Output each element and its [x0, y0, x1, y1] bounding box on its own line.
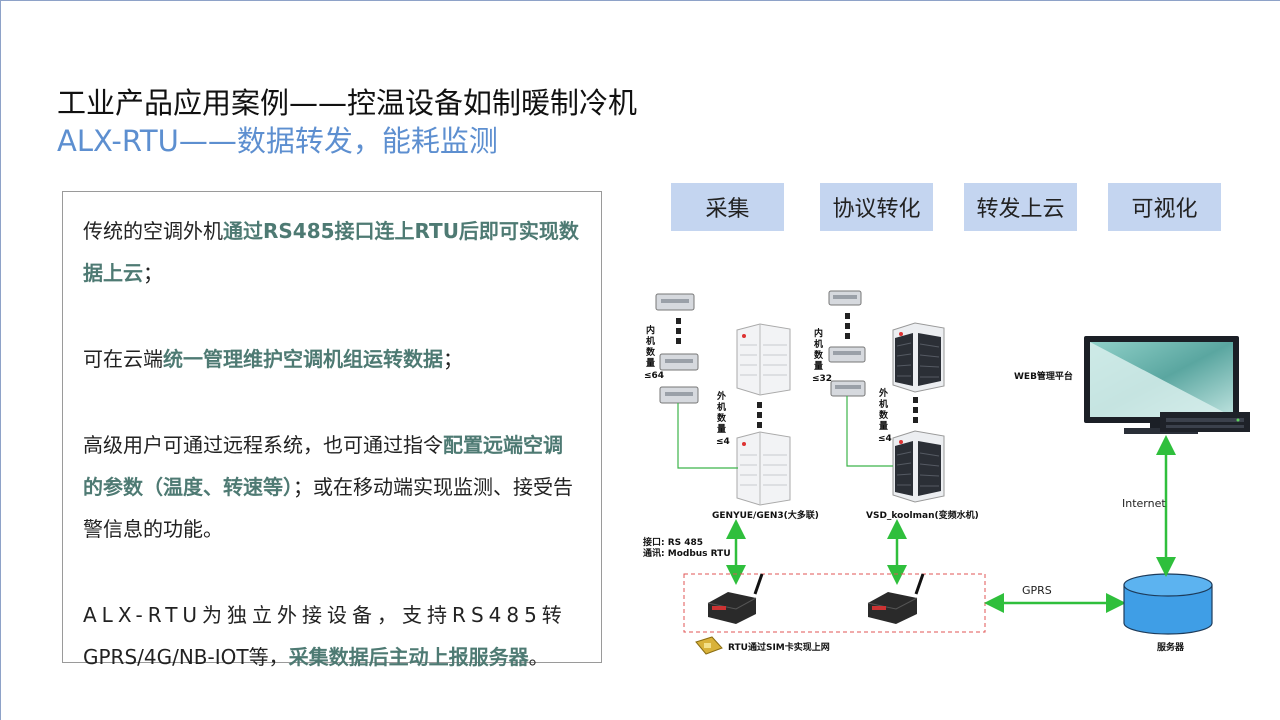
outdoor-unit-left-top — [736, 323, 791, 396]
gprs-label: GPRS — [1022, 584, 1052, 597]
rtu-device-left — [707, 573, 764, 624]
frame-top-line — [0, 0, 1280, 1]
indoor-units-left — [655, 293, 699, 404]
sim-label: RTU通过SIM卡实现上网 — [728, 641, 830, 653]
stage-visualize: 可视化 — [1108, 183, 1221, 231]
svg-text:机: 机 — [814, 338, 823, 350]
p4-tail: 。 — [528, 645, 549, 669]
svg-text:机: 机 — [717, 401, 726, 413]
system-right-label: VSD_koolman(变频水机) — [866, 509, 979, 521]
p4-highlight: 采集数据后主动上报服务器 — [288, 645, 529, 669]
indoor-ellipsis-left — [676, 318, 681, 344]
svg-text:数: 数 — [879, 409, 889, 421]
p4-spaced: ALX-RTU为独立外接设备，支持RS485转 — [83, 603, 567, 627]
svg-text:量: 量 — [646, 357, 655, 369]
interface-label: 接口: RS 485 — [643, 536, 703, 548]
svg-text:数: 数 — [814, 349, 824, 361]
indoor-count-left-label: 内 机 数 量 ≤64 — [644, 324, 664, 381]
outdoor-count-left-label: 外 机 数 量 ≤4 — [716, 390, 730, 447]
web-platform-label: WEB管理平台 — [1014, 370, 1073, 382]
frame-left-line — [0, 0, 1, 720]
pipe-right — [846, 396, 893, 467]
server-icon — [1123, 573, 1213, 635]
svg-text:机: 机 — [646, 335, 655, 347]
paragraph-3: 高级用户可通过远程系统，也可通过指令配置远端空调的参数（温度、转速等）；或在移动… — [83, 424, 581, 550]
outdoor-ellipsis-left — [757, 402, 762, 428]
svg-text:≤4: ≤4 — [716, 437, 730, 447]
indoor-units-right — [828, 290, 866, 397]
paragraph-1: 传统的空调外机通过RS485接口连上RTU后即可实现数据上云； — [83, 210, 581, 294]
p4-text: GPRS/4G/NB-IOT等， — [83, 645, 289, 669]
indoor-ellipsis-right — [845, 313, 850, 339]
stage-forward: 转发上云 — [964, 183, 1077, 231]
outdoor-unit-left-bottom — [736, 431, 791, 506]
pipe-left — [677, 403, 738, 469]
server-rack-unit — [1160, 412, 1250, 432]
slide-subtitle: ALX-RTU——数据转发，能耗监测 — [57, 124, 498, 158]
svg-text:机: 机 — [879, 398, 888, 410]
svg-text:≤4: ≤4 — [878, 434, 892, 444]
svg-text:内: 内 — [814, 327, 823, 339]
svg-text:≤32: ≤32 — [812, 374, 832, 384]
system-left-label: GENYUE/GEN3(大多联) — [712, 509, 819, 521]
stage-protocol: 协议转化 — [820, 183, 933, 231]
p2-highlight: 统一管理维护空调机组运转数据 — [163, 347, 443, 371]
paragraph-2: 可在云端统一管理维护空调机组运转数据； — [83, 338, 581, 380]
svg-text:数: 数 — [646, 346, 656, 358]
p1-text: 传统的空调外机 — [83, 219, 223, 243]
p2-tail: ； — [443, 347, 463, 371]
network-diagram: 内 机 数 量 ≤64 外 机 数 量 ≤4 GENYUE/GEN3(大多联) — [643, 290, 1250, 655]
p1-tail: ； — [143, 261, 163, 285]
paragraph-4: ALX-RTU为独立外接设备，支持RS485转 GPRS/4G/NB-IOT等，采… — [83, 594, 581, 678]
svg-text:外: 外 — [716, 390, 726, 402]
p1-highlight: 通过RS485接口连上RTU后即可实现数据上云 — [83, 219, 579, 285]
svg-text:内: 内 — [646, 324, 655, 336]
p3-tail: ；或在移动端实现监测、接受告警信息的功能。 — [83, 475, 573, 541]
indoor-count-right-label: 内 机 数 量 ≤32 — [812, 327, 832, 384]
slide-title: 工业产品应用案例——控温设备如制暖制冷机 — [57, 86, 638, 120]
rtu-device-right — [867, 573, 925, 624]
protocol-label: 通讯: Modbus RTU — [643, 547, 731, 559]
outdoor-ellipsis-right — [913, 397, 918, 423]
internet-label: Internet — [1122, 497, 1166, 510]
svg-text:量: 量 — [879, 420, 888, 432]
outdoor-unit-right-top — [892, 322, 945, 393]
p2-text: 可在云端 — [83, 347, 163, 371]
outdoor-count-right-label: 外 机 数 量 ≤4 — [878, 387, 892, 444]
web-platform-monitor — [1084, 336, 1239, 434]
svg-text:外: 外 — [878, 387, 888, 399]
outdoor-unit-right-bottom — [892, 430, 945, 503]
svg-text:数: 数 — [717, 412, 727, 424]
p3-highlight: 配置远端空调的参数（温度、转速等） — [83, 433, 563, 499]
description-box: 传统的空调外机通过RS485接口连上RTU后即可实现数据上云； 可在云端统一管理… — [62, 191, 602, 669]
p3-text: 高级用户可通过远程系统，也可通过指令 — [83, 433, 443, 457]
sim-card-icon — [695, 636, 723, 655]
svg-text:量: 量 — [814, 360, 823, 372]
stage-collect: 采集 — [671, 183, 784, 231]
svg-text:≤64: ≤64 — [644, 371, 664, 381]
svg-text:量: 量 — [717, 423, 726, 435]
server-label: 服务器 — [1157, 641, 1185, 653]
